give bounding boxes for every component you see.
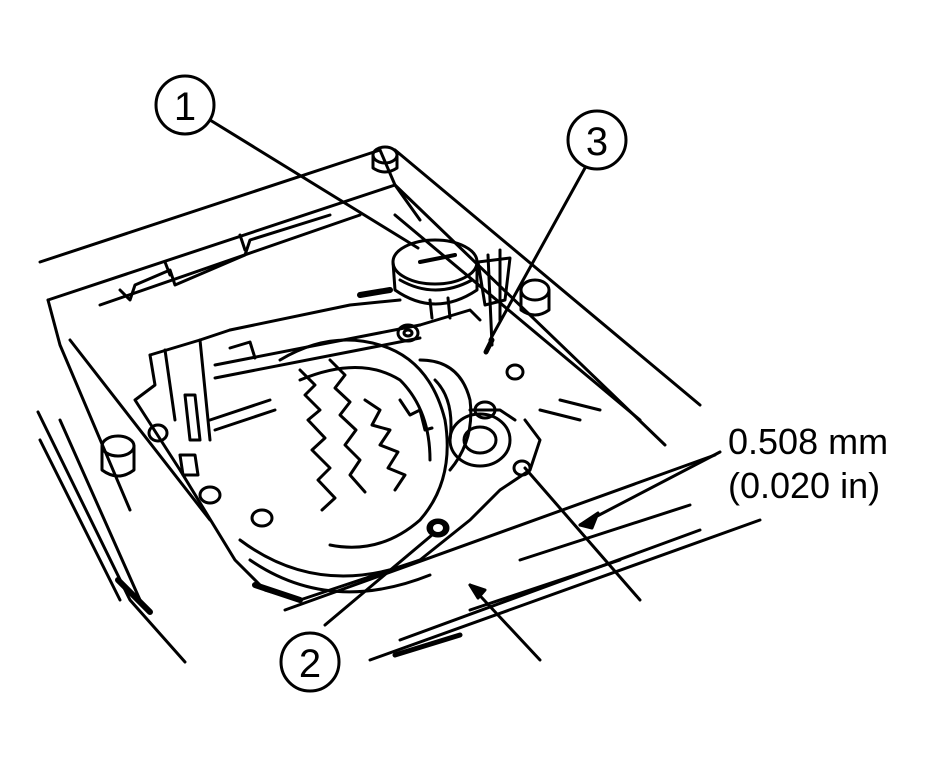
- callout-2: 2: [279, 631, 341, 693]
- callout-2-label: 2: [299, 642, 321, 686]
- leader-lines: [208, 118, 722, 662]
- measurement-imperial: (0.020 in): [728, 465, 881, 506]
- callout-3-label: 3: [586, 120, 608, 164]
- callout-1-label: 1: [174, 85, 196, 129]
- callout-3: 3: [566, 109, 628, 171]
- indicator-stand: [476, 248, 551, 347]
- callout-1: 1: [154, 74, 216, 136]
- measurement-label: 0.508 mm (0.020 in): [728, 420, 888, 508]
- differential-carrier: [133, 287, 542, 603]
- carrier-bolts: [147, 323, 532, 538]
- left-side-detail: [100, 340, 277, 478]
- measurement-metric: 0.508 mm: [728, 421, 889, 462]
- top-bolt: [371, 145, 399, 174]
